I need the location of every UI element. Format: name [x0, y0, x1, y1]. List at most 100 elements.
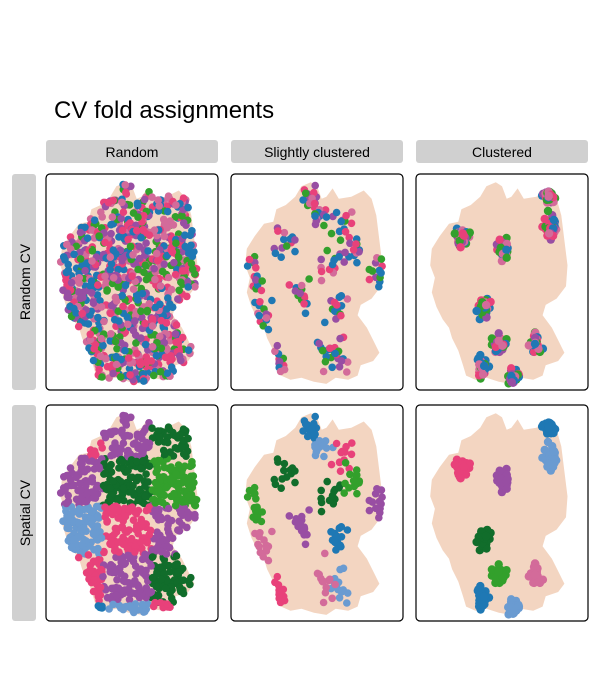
sample-point — [154, 427, 162, 435]
sample-point — [179, 450, 188, 458]
sample-point — [151, 534, 160, 543]
sample-point — [148, 553, 157, 561]
sample-point — [148, 546, 157, 554]
sample-point — [502, 476, 511, 485]
sample-point — [184, 244, 192, 253]
sample-point — [76, 479, 84, 488]
sample-point — [317, 486, 326, 495]
sample-point — [243, 262, 252, 270]
sample-point — [100, 317, 108, 326]
sample-point — [101, 272, 109, 281]
sample-point — [365, 506, 374, 515]
sample-point — [256, 529, 264, 537]
sample-point — [495, 466, 504, 475]
sample-point — [118, 522, 127, 531]
sample-point — [70, 535, 78, 544]
sample-point — [311, 212, 319, 220]
panel-border — [415, 173, 589, 391]
sample-point — [126, 242, 135, 251]
sample-point — [151, 303, 160, 312]
sample-point — [101, 503, 109, 512]
sample-point — [119, 253, 128, 262]
sample-point — [142, 506, 151, 515]
sample-point — [335, 293, 344, 302]
sample-point — [112, 360, 121, 369]
sample-point — [543, 437, 553, 447]
sample-point — [107, 561, 115, 569]
sample-point — [343, 295, 352, 303]
sample-point — [172, 552, 181, 560]
sample-point — [126, 473, 135, 482]
sample-point — [321, 588, 330, 597]
sample-point — [544, 229, 554, 238]
sample-point — [87, 508, 96, 516]
sample-point — [81, 497, 89, 506]
sample-point — [318, 577, 327, 586]
sample-point — [108, 279, 117, 288]
sample-point — [172, 201, 180, 209]
sample-point — [113, 576, 121, 584]
sample-point — [478, 601, 488, 610]
sample-point — [137, 307, 145, 316]
sample-point — [300, 300, 308, 308]
sample-point — [117, 214, 125, 223]
sample-point — [321, 357, 330, 366]
sample-point — [481, 300, 491, 310]
sample-point — [310, 430, 319, 439]
sample-point — [296, 520, 305, 529]
sample-point — [336, 334, 344, 343]
sample-point — [323, 477, 332, 486]
sample-point — [183, 523, 191, 532]
sample-point — [75, 274, 84, 282]
sample-point — [172, 239, 180, 247]
sample-point — [299, 427, 307, 435]
sample-point — [148, 343, 157, 351]
sample-point — [310, 188, 318, 197]
sample-point — [135, 254, 144, 263]
panel-1-0 — [45, 404, 219, 622]
sample-point — [75, 505, 84, 513]
sample-point — [277, 253, 286, 261]
sample-point — [319, 598, 328, 607]
sample-point — [119, 484, 128, 493]
sample-point — [89, 530, 98, 538]
sample-point — [186, 231, 194, 240]
sample-point — [114, 496, 122, 505]
sample-point — [145, 462, 154, 471]
sample-point — [277, 484, 286, 493]
sample-point — [76, 248, 84, 257]
sample-point — [177, 278, 185, 287]
panel-0-0 — [45, 173, 219, 391]
sample-point — [273, 572, 282, 581]
sample-point — [126, 371, 134, 379]
sample-point — [342, 211, 350, 220]
sample-point — [259, 322, 268, 330]
sample-point — [122, 419, 130, 428]
sample-point — [163, 600, 172, 608]
sample-point — [148, 322, 157, 330]
sample-point — [317, 255, 326, 264]
sample-point — [160, 260, 169, 269]
sample-point — [123, 313, 132, 322]
sample-point — [276, 598, 285, 607]
sample-point — [170, 489, 178, 498]
sample-point — [119, 439, 128, 448]
sample-point — [472, 306, 481, 316]
sample-point — [148, 315, 157, 323]
panel-border — [230, 404, 404, 622]
sample-point — [129, 516, 138, 524]
sample-point — [326, 575, 334, 584]
sample-point — [172, 470, 180, 479]
sample-point — [90, 576, 98, 584]
sample-point — [257, 517, 266, 526]
sample-point — [327, 229, 336, 238]
sample-point — [139, 377, 148, 385]
sample-point — [328, 260, 337, 269]
sample-point — [161, 353, 170, 362]
sample-point — [163, 207, 172, 216]
sample-point — [109, 196, 118, 205]
sample-point — [135, 485, 144, 494]
sample-point — [106, 309, 115, 318]
sample-point — [186, 462, 194, 471]
